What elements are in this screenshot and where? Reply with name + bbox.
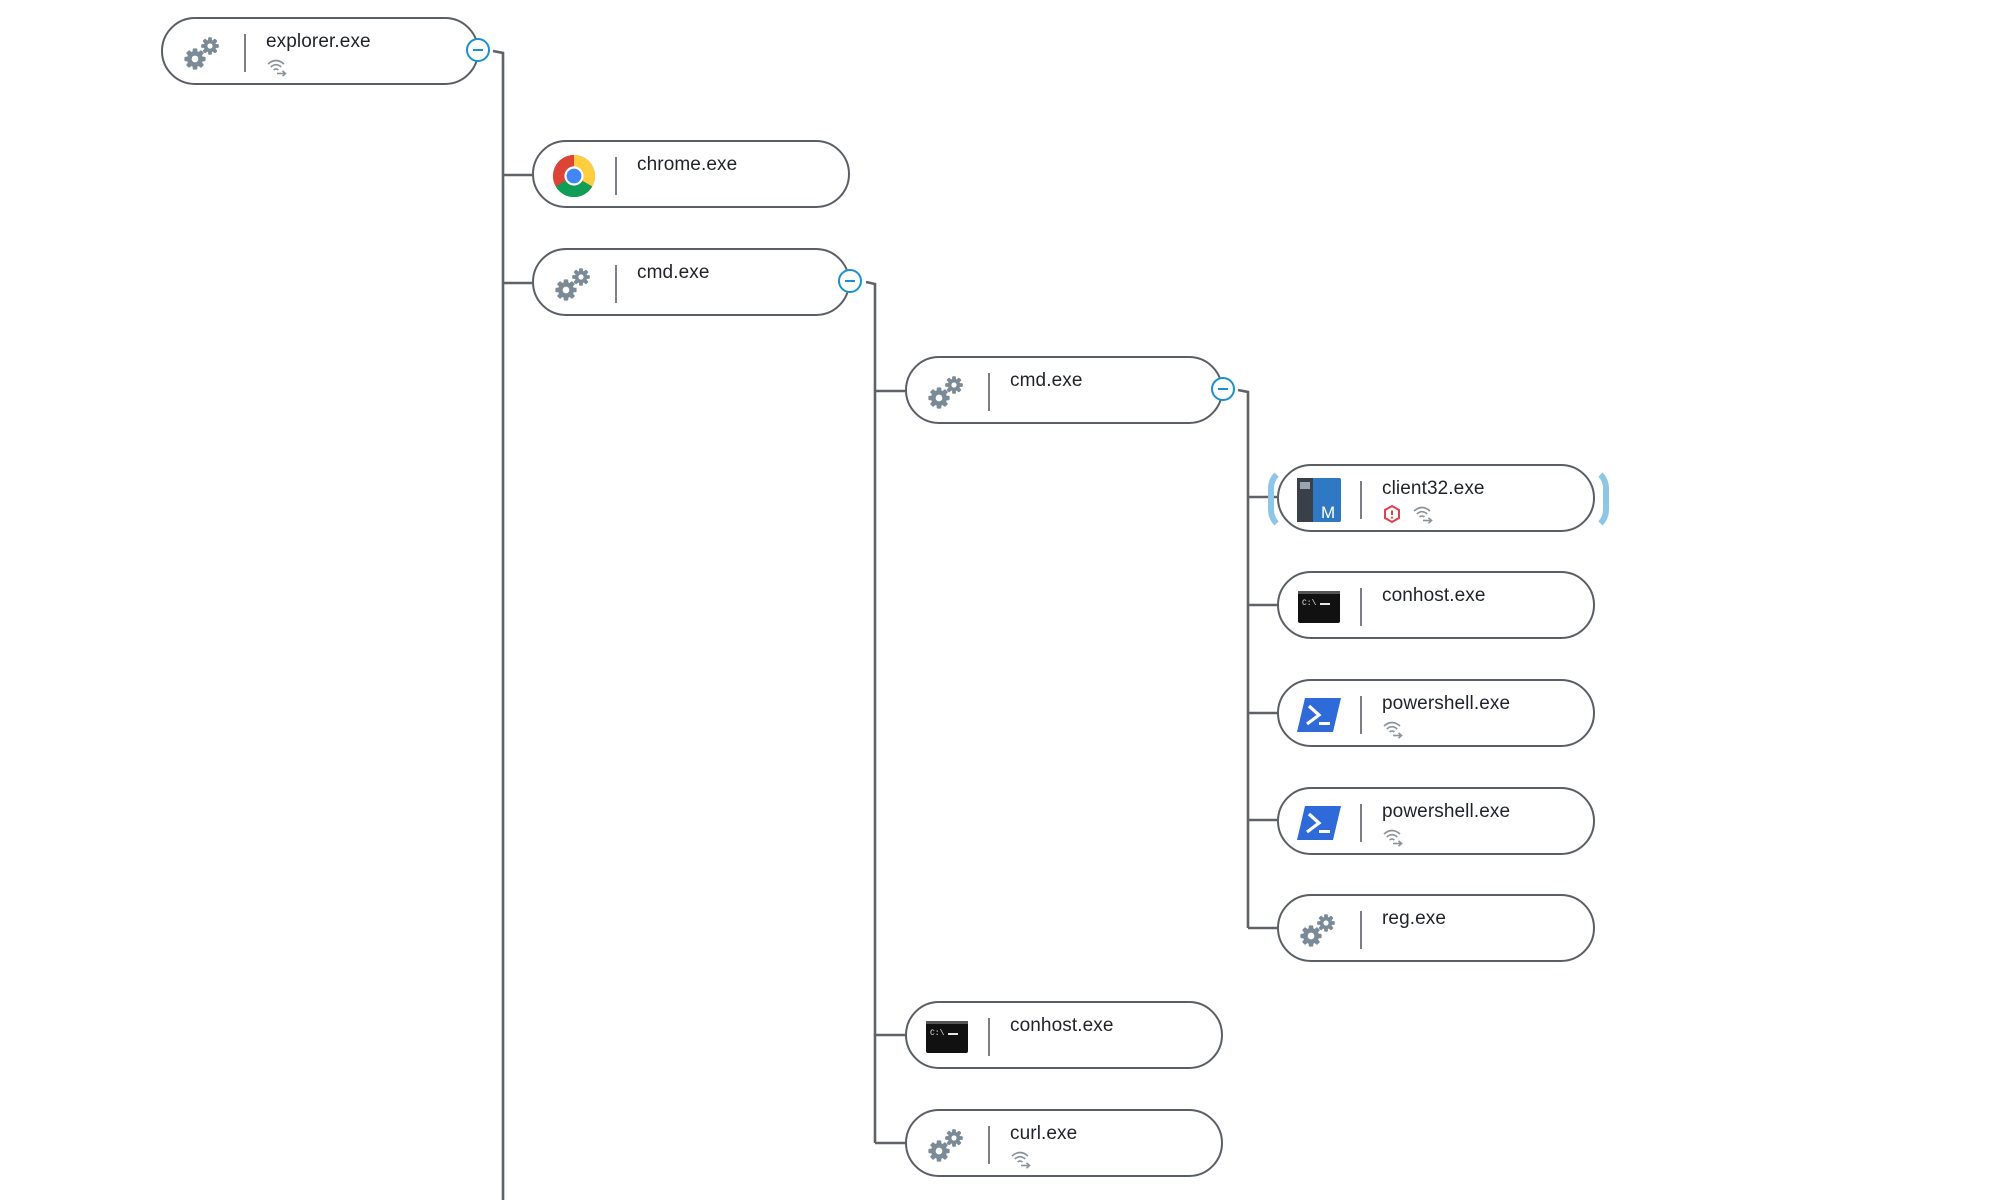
process-node-powershell-2[interactable]: powershell.exe (1277, 787, 1595, 855)
process-name-label: powershell.exe (1382, 693, 1511, 714)
process-node-conhost-2[interactable]: C:\ conhost.exe (905, 1001, 1223, 1069)
process-node-reg[interactable]: reg.exe (1277, 894, 1595, 962)
node-divider (988, 1126, 990, 1164)
network-icon (1382, 719, 1404, 739)
collapse-toggle-explorer[interactable] (466, 38, 490, 62)
gears-icon (1297, 909, 1341, 951)
process-node-powershell[interactable]: powershell.exe (1277, 679, 1595, 747)
network-icon (1412, 504, 1434, 524)
app-m-icon: M (1297, 478, 1341, 522)
node-divider (1360, 481, 1362, 519)
gears-icon (925, 1124, 969, 1166)
connector-cmd2-children (1237, 388, 1277, 930)
process-node-chrome[interactable]: chrome.exe (532, 140, 850, 208)
svg-text:C:\: C:\ (930, 1029, 945, 1038)
process-badges (1382, 826, 1404, 848)
process-node-cmd-child[interactable]: cmd.exe (905, 356, 1223, 424)
node-divider (615, 157, 617, 195)
process-name-label: cmd.exe (637, 262, 710, 283)
powershell-icon (1297, 802, 1341, 844)
gears-icon (552, 263, 596, 305)
node-divider (244, 34, 246, 72)
node-divider (615, 265, 617, 303)
process-badges (266, 56, 288, 78)
process-node-curl[interactable]: curl.exe (905, 1109, 1223, 1177)
collapse-toggle-cmd-child[interactable] (1211, 377, 1235, 401)
gears-icon (925, 371, 969, 413)
process-name-label: chrome.exe (637, 154, 738, 175)
process-badges (1382, 503, 1434, 525)
svg-text:M: M (1321, 503, 1335, 522)
connector-explorer-children (492, 49, 532, 1200)
process-badges (1382, 718, 1404, 740)
node-divider (988, 1018, 990, 1056)
node-divider (988, 373, 990, 411)
process-name-label: client32.exe (1382, 478, 1485, 499)
process-name-label: curl.exe (1010, 1123, 1078, 1144)
process-badges (1010, 1148, 1032, 1170)
console-icon: C:\ (925, 1016, 969, 1058)
node-divider (1360, 588, 1362, 626)
process-name-label: conhost.exe (1010, 1015, 1114, 1036)
console-icon: C:\ (1297, 586, 1341, 628)
process-node-conhost[interactable]: C:\ conhost.exe (1277, 571, 1595, 639)
collapse-toggle-cmd[interactable] (838, 269, 862, 293)
node-divider (1360, 911, 1362, 949)
network-icon (266, 57, 288, 77)
svg-text:C:\: C:\ (1302, 599, 1317, 608)
network-icon (1010, 1149, 1032, 1169)
node-divider (1360, 696, 1362, 734)
process-name-label: explorer.exe (266, 31, 371, 52)
process-node-explorer[interactable]: explorer.exe (161, 17, 479, 85)
network-icon (1382, 827, 1404, 847)
powershell-icon (1297, 694, 1341, 736)
node-divider (1360, 804, 1362, 842)
process-name-label: powershell.exe (1382, 801, 1511, 822)
process-name-label: reg.exe (1382, 908, 1447, 929)
chrome-icon (552, 155, 596, 198)
process-name-label: cmd.exe (1010, 370, 1083, 391)
connector-cmd-children (865, 280, 905, 1145)
process-name-label: conhost.exe (1382, 585, 1486, 606)
process-node-cmd[interactable]: cmd.exe (532, 248, 850, 316)
process-node-client32[interactable]: M client32.exe (1277, 464, 1595, 532)
alert-hexagon-icon (1382, 504, 1404, 524)
gears-icon (181, 32, 225, 74)
